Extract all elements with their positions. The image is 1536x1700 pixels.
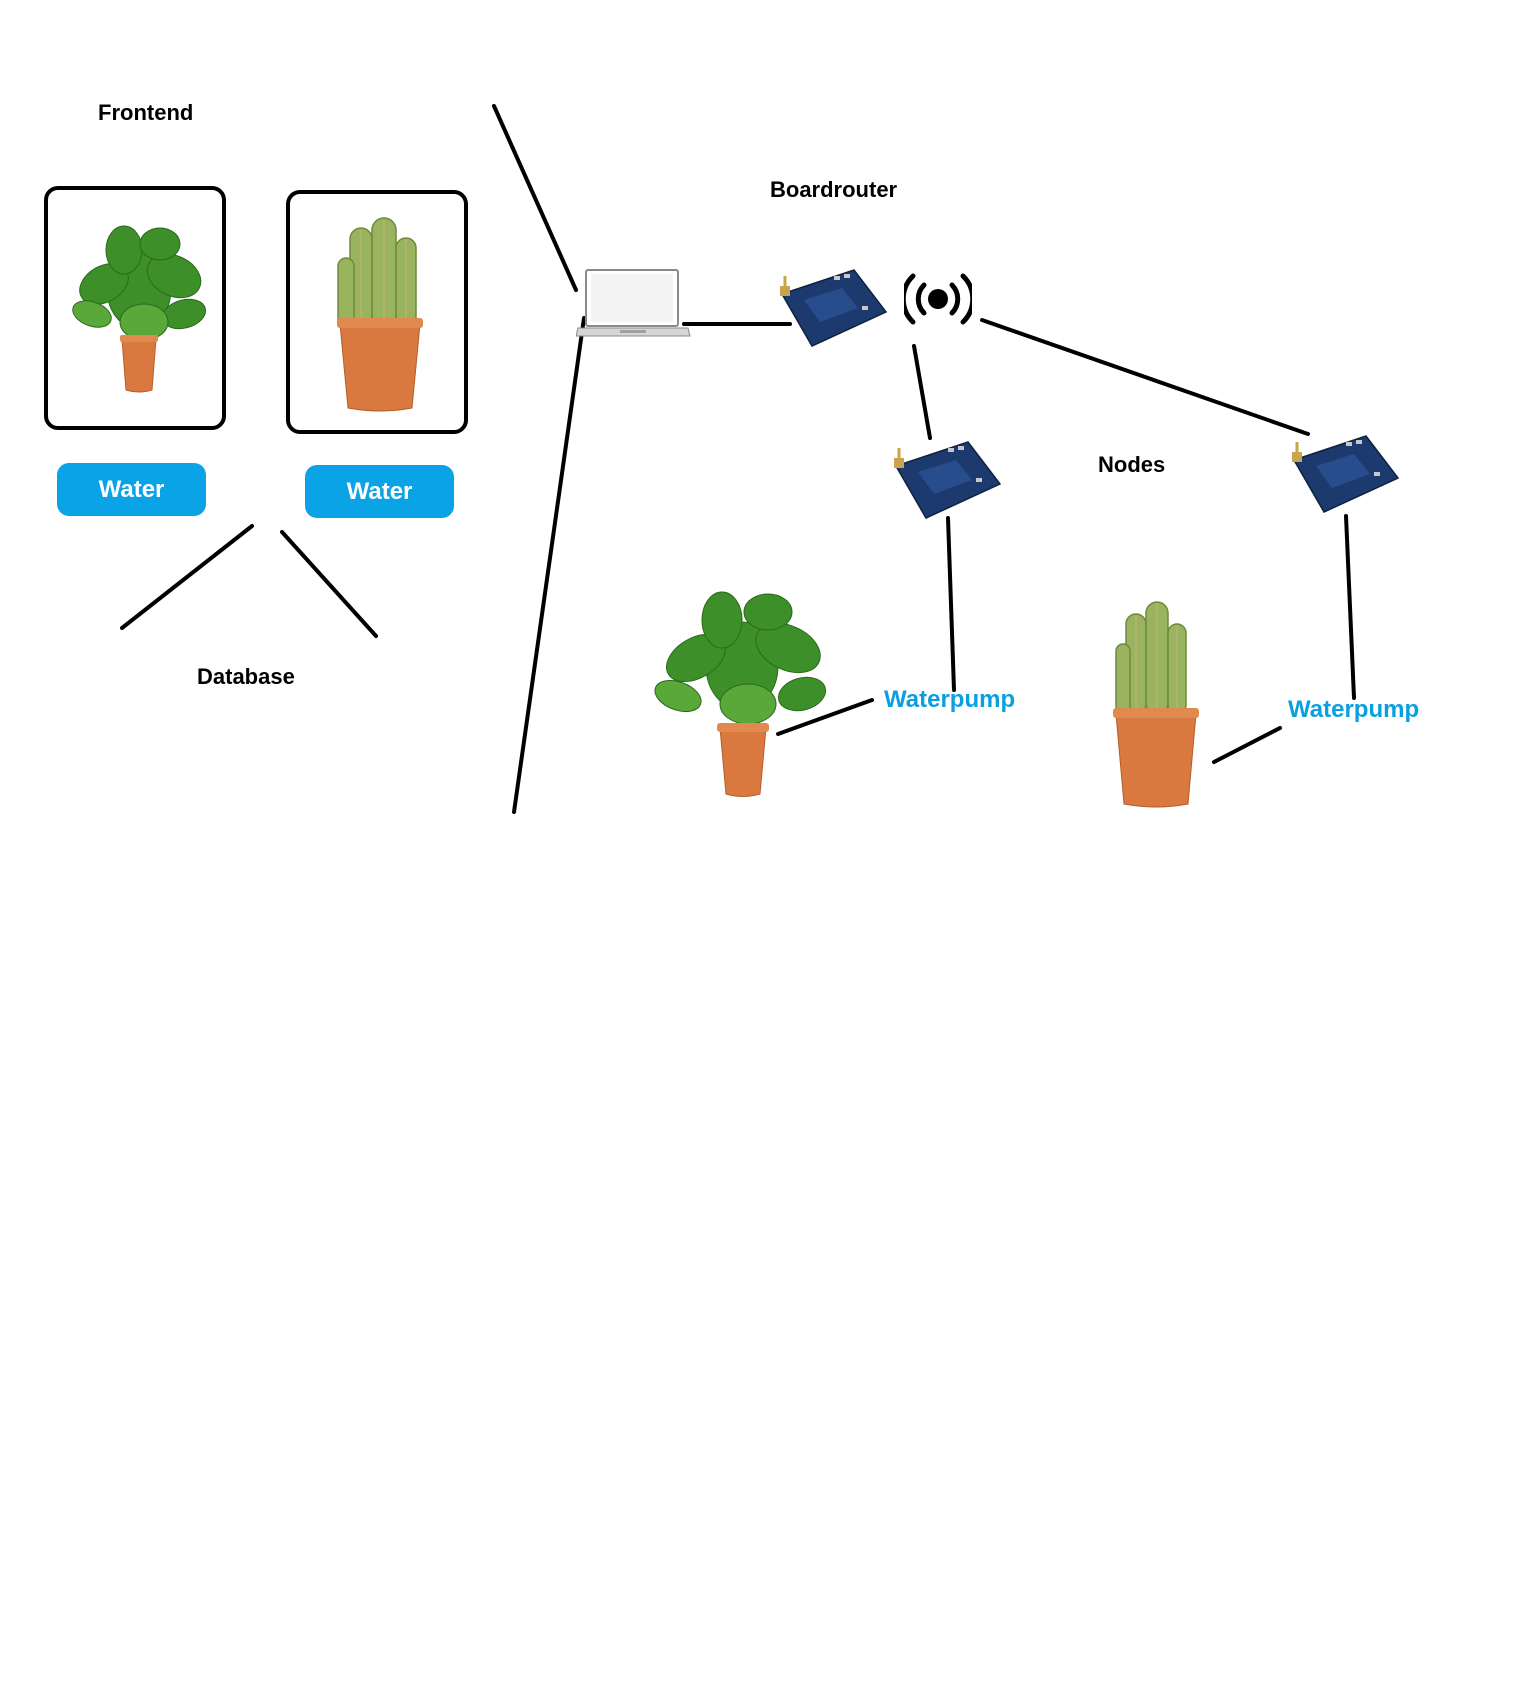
node-cactus-plant-icon [1113, 601, 1199, 808]
waterpump-label-2: Waterpump [1288, 696, 1420, 723]
node-board-1-icon [894, 441, 1002, 519]
node-board-2-icon [1292, 435, 1400, 513]
cactus-plant-icon [337, 217, 423, 412]
router-board-icon [780, 269, 888, 347]
database-line-left [120, 524, 254, 630]
node1-pump-line [946, 516, 956, 692]
router-node2-line [980, 318, 1310, 436]
laptop-database-line [512, 316, 586, 814]
waterpump-label-1: Waterpump [884, 686, 1016, 713]
plant-card-leafy [44, 186, 226, 430]
leafy-plant-icon [72, 225, 207, 393]
database-line-right [280, 530, 378, 638]
laptop-icon [576, 269, 691, 337]
nodes-label: Nodes [1098, 452, 1166, 477]
node-leafy-plant-icon [654, 591, 827, 797]
router-node1-line [912, 344, 932, 440]
frontend-label: Frontend [98, 100, 194, 125]
pump2-plant-line [1212, 726, 1282, 764]
wireless-signal-icon [904, 273, 972, 325]
database-label: Database [197, 664, 295, 689]
boardrouter-label: Boardrouter [770, 177, 898, 202]
plant-card-cactus [286, 190, 468, 434]
frontend-laptop-line [492, 104, 578, 292]
node2-pump-line [1344, 514, 1356, 700]
pump1-plant-line [776, 698, 874, 736]
water-button-leafy[interactable]: Water [57, 463, 206, 516]
water-button-cactus[interactable]: Water [305, 465, 454, 518]
